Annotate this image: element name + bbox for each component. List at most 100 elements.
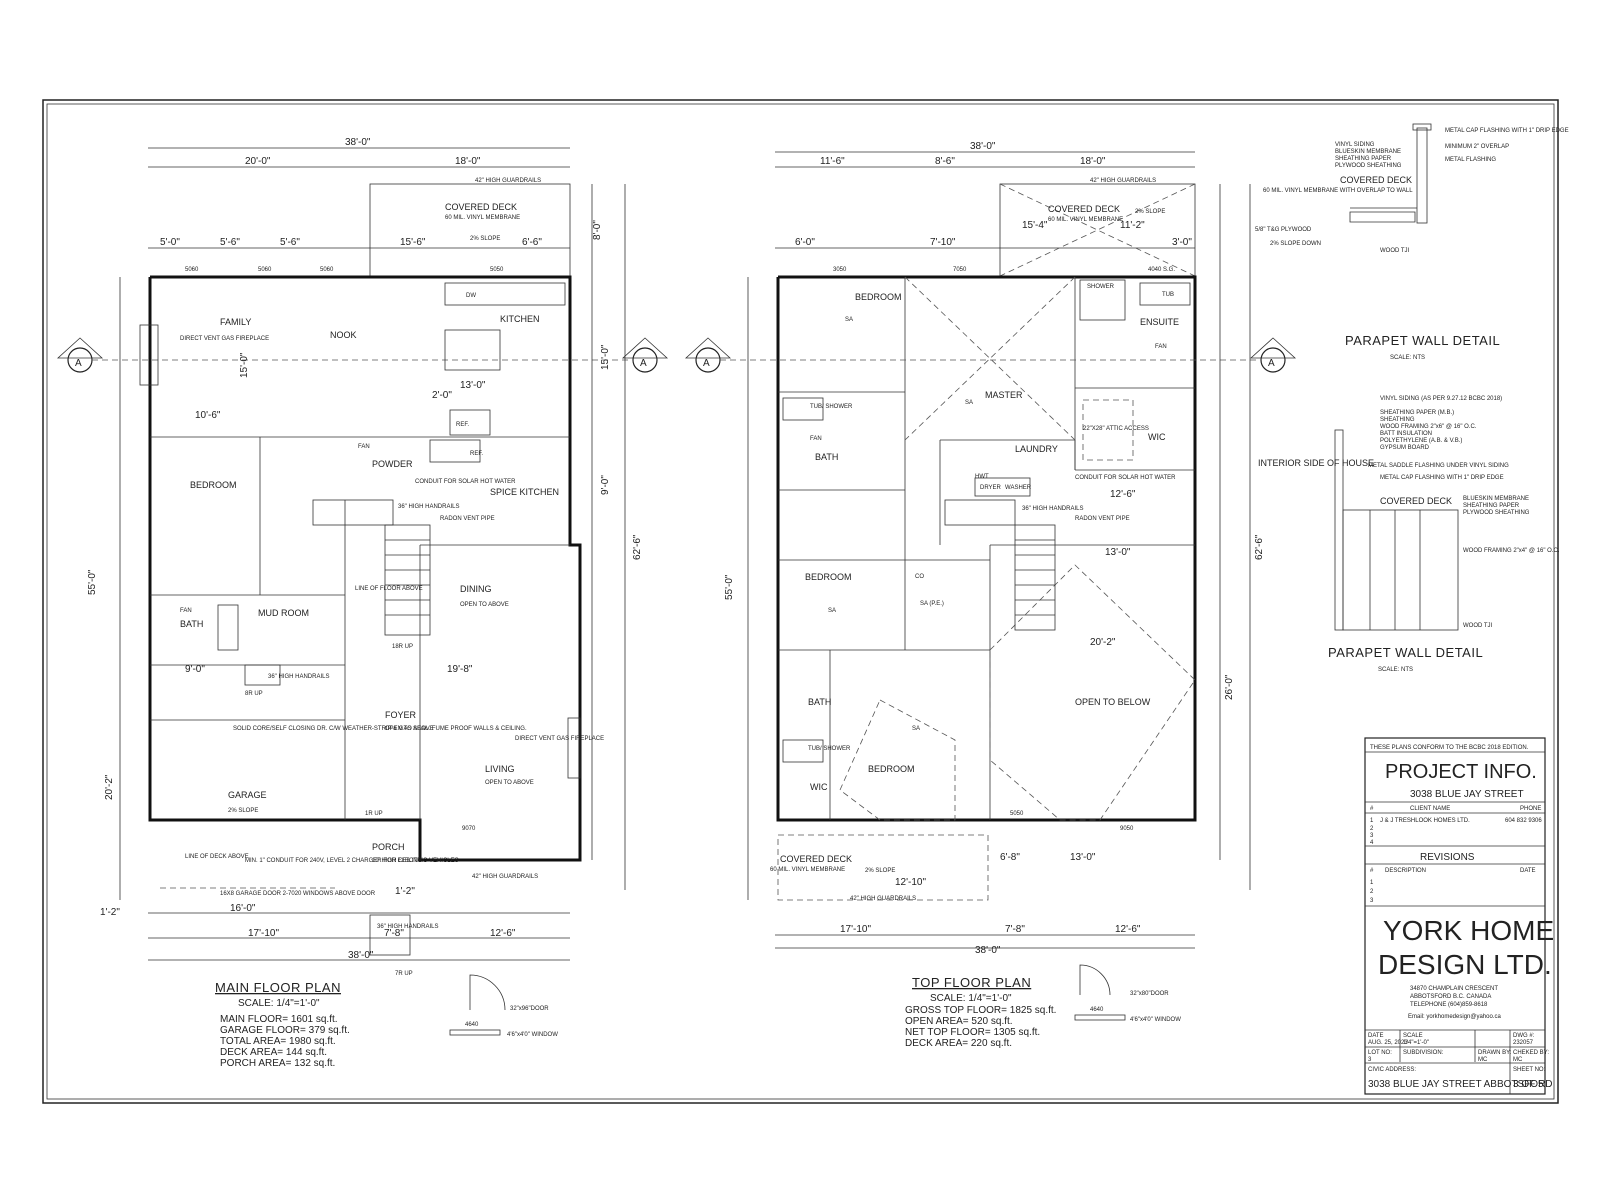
- dim-bottom3: 12'-6": [490, 928, 516, 939]
- client-header: CLIENT NAME: [1410, 806, 1450, 812]
- checked-label: CHEKED BY:: [1513, 1050, 1549, 1056]
- detail2-covered-deck: COVERED DECK: [1380, 496, 1452, 506]
- handrails-note: 36" HIGH HANDRAILS: [1022, 506, 1083, 512]
- front-stair-up: 7R UP: [395, 971, 413, 977]
- detail-note: POLYETHYLENE (A.B. & V.B.): [1380, 438, 1462, 444]
- bath-fan: FAN: [180, 608, 192, 614]
- client-num: 1: [1370, 818, 1374, 824]
- client-row-num: 3: [1370, 833, 1374, 839]
- deck-framing: [1342, 509, 1459, 631]
- attic-access: 22"X28" ATTIC ACCESS: [1083, 426, 1149, 432]
- room-wic-2: WIC: [810, 782, 828, 792]
- detail-note: WOOD TJI: [1380, 248, 1410, 254]
- dim-d5: 26'-0": [1224, 674, 1235, 700]
- sheet-border: [42, 99, 1559, 1104]
- client-hash: #: [1370, 806, 1374, 812]
- dim-d8: 1'-2": [395, 886, 415, 897]
- deck-membrane: 60 MIL. VINYL MEMBRANE: [445, 215, 520, 221]
- dim-overall-left: 55'-0": [87, 569, 98, 595]
- lot-label: LOT NO:: [1368, 1050, 1392, 1056]
- door-symbol: [469, 974, 506, 1011]
- top-floor-plan: 38'-0" 11'-6" 8'-6" 18'-0" 6'-0" 7'-10" …: [684, 141, 1297, 1049]
- company-address-2: ABBOTSFORD B.C. CANADA: [1410, 994, 1491, 1000]
- top-exterior-walls: [776, 275, 1197, 822]
- dim-d7: 7'-8": [384, 928, 404, 939]
- dim-w3: 5'-6": [280, 237, 300, 248]
- garage-door: 16X8 GARAGE DOOR 2-7020 WINDOWS ABOVE DO…: [220, 891, 376, 897]
- fireplace: [139, 324, 159, 386]
- dim-b3: 12'-6": [1115, 924, 1141, 935]
- sheet-label: SHEET NO:: [1513, 1067, 1546, 1073]
- room-foyer: FOYER: [385, 710, 417, 720]
- room-wic: WIC: [1148, 432, 1166, 442]
- ensuite-fan: FAN: [1155, 344, 1167, 350]
- section-marker-right: [632, 347, 658, 373]
- smoke-alarm: SA: [845, 317, 853, 323]
- garage-stair-up: 8R UP: [245, 691, 263, 697]
- detail-note: VINYL SIDING: [1335, 142, 1375, 148]
- top-floor-scale: SCALE: 1/4"=1'-0": [930, 993, 1012, 1004]
- living-open-above: OPEN TO ABOVE: [485, 780, 534, 786]
- rev-row: 1: [1370, 880, 1374, 886]
- dim-overall-top: 38'-0": [970, 141, 996, 152]
- room-open-below: OPEN TO BELOW: [1075, 697, 1151, 707]
- shower: [1079, 279, 1126, 321]
- porch-ceiling: 10' HIGH CEILING: [372, 858, 422, 864]
- section-arrow: [56, 337, 104, 359]
- room-nook: NOOK: [330, 330, 357, 340]
- room-bedroom-1: BEDROOM: [855, 292, 902, 302]
- smoke-alarm: SA: [828, 608, 836, 614]
- date-value: AUG. 25, 2023: [1368, 1040, 1408, 1046]
- deck-diagonal: [999, 183, 1196, 277]
- bedroom-vault-outline: [839, 699, 956, 821]
- deck-slope: 2% SLOPE: [470, 236, 500, 242]
- dim-d1: 10'-6": [195, 410, 221, 421]
- date-label: DATE: [1368, 1033, 1384, 1039]
- drawn-label: DRAWN BY:: [1478, 1050, 1512, 1056]
- section-letter: A: [703, 358, 710, 369]
- dim-h-mid-2: 15'-0": [239, 352, 250, 378]
- smoke-alarm: SA: [912, 726, 920, 732]
- detail-note: BATT INSULATION: [1380, 431, 1432, 437]
- checked-value: MC: [1513, 1057, 1523, 1063]
- main-floor-scale: SCALE: 1/4"=1'-0": [238, 998, 320, 1009]
- garage-handrails: 36" HIGH HANDRAILS: [268, 674, 329, 680]
- porch-guardrails: 42" HIGH GUARDRAILS: [472, 874, 538, 880]
- detail-note: SHEATHING: [1380, 417, 1415, 423]
- dryer: DRYER: [980, 485, 1002, 491]
- tub: [217, 604, 239, 651]
- covered-deck-label: COVERED DECK: [445, 202, 517, 212]
- detail-note: VINYL SIDING (AS PER 9.27.12 BCBC 2018): [1380, 396, 1502, 402]
- ev-note: MIN. 1" CONDUIT FOR 240V, LEVEL 2 CHARGE…: [245, 858, 459, 864]
- dim-d2: 13'-0": [460, 380, 486, 391]
- dim-top-right: 18'-0": [455, 156, 481, 167]
- window-code: 5060: [258, 267, 272, 273]
- shower-label: SHOWER: [1087, 284, 1115, 290]
- area-line: TOTAL AREA= 1980 sq.ft.: [220, 1036, 336, 1047]
- drawn-value: MC: [1478, 1057, 1488, 1063]
- dim-t5: 7'-10": [930, 237, 956, 248]
- lot-value: 3: [1368, 1057, 1372, 1063]
- dim-d5: 19'-8": [447, 664, 473, 675]
- room-bath-2: BATH: [808, 697, 831, 707]
- sa-pe: SA (P.E.): [920, 601, 944, 607]
- dim-d6: 6'-8": [1000, 852, 1020, 863]
- smoke-alarm: SA: [965, 400, 973, 406]
- area-line: DECK AREA= 220 sq.ft.: [905, 1038, 1012, 1049]
- revisions-title: REVISIONS: [1420, 852, 1475, 863]
- rev-row: 3: [1370, 898, 1374, 904]
- cap-flashing: [1412, 123, 1432, 131]
- attic-hatch: [1082, 399, 1134, 461]
- detail-note: GYPSUM BOARD: [1380, 445, 1430, 451]
- deck-diagonal: [999, 183, 1196, 277]
- porch-stair-up: 1R UP: [365, 811, 383, 817]
- detail2-scale: SCALE: NTS: [1378, 667, 1413, 673]
- washer: WASHER: [1005, 485, 1032, 491]
- main-floor-title: MAIN FLOOR PLAN: [215, 980, 341, 995]
- interior-side: INTERIOR SIDE OF HOUSE: [1258, 458, 1374, 468]
- company-address-1: 34870 CHAMPLAIN CRESCENT: [1410, 986, 1498, 992]
- area-line: PORCH AREA= 132 sq.ft.: [220, 1058, 335, 1069]
- detail1-covered-deck: COVERED DECK: [1340, 175, 1412, 185]
- stair-up: 18R UP: [392, 644, 413, 650]
